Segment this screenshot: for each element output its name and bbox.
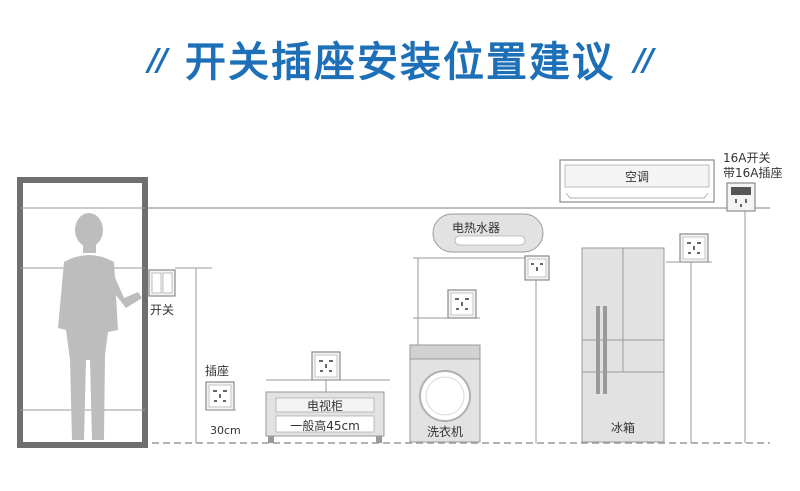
- washing-machine-label: 洗衣机: [427, 424, 463, 439]
- tv-height-label: 一般高45cm: [290, 418, 360, 433]
- water-heater-label: 电热水器: [452, 221, 500, 235]
- switch-label: 开关: [150, 303, 174, 317]
- washer-socket-icon: [447, 289, 477, 319]
- title-decoration-right: //: [634, 43, 654, 78]
- air-conditioner-label: 空调: [625, 170, 649, 184]
- refrigerator: [581, 247, 665, 443]
- diagram-title: 开关插座安装位置建议: [185, 38, 615, 86]
- diagram-title-bar: // 开关插座安装位置建议 //: [0, 28, 800, 88]
- air-conditioner: [559, 159, 715, 203]
- socket-label: 插座: [205, 363, 229, 378]
- ac-switch-label-line2: 带16A插座: [723, 165, 782, 180]
- low-socket-icon: [205, 381, 235, 411]
- washing-machine: [409, 344, 481, 443]
- fridge-socket-icon: [679, 233, 709, 263]
- tv-cabinet-label: 电视柜: [307, 398, 343, 413]
- tv-cabinet: [265, 391, 385, 443]
- water-heater: [432, 213, 544, 253]
- water-heater-socket-icon: [524, 255, 550, 281]
- ac-switch-label-line1: 16A开关: [723, 151, 770, 165]
- fridge-label: 冰箱: [611, 420, 635, 435]
- title-decoration-left: //: [147, 43, 168, 78]
- person-silhouette: [58, 213, 142, 440]
- wall-switch-icon: [148, 269, 176, 297]
- socket-height-label: 30cm: [210, 424, 241, 437]
- ac-16a-switch-icon: [726, 182, 756, 212]
- tv-socket-icon: [311, 351, 341, 381]
